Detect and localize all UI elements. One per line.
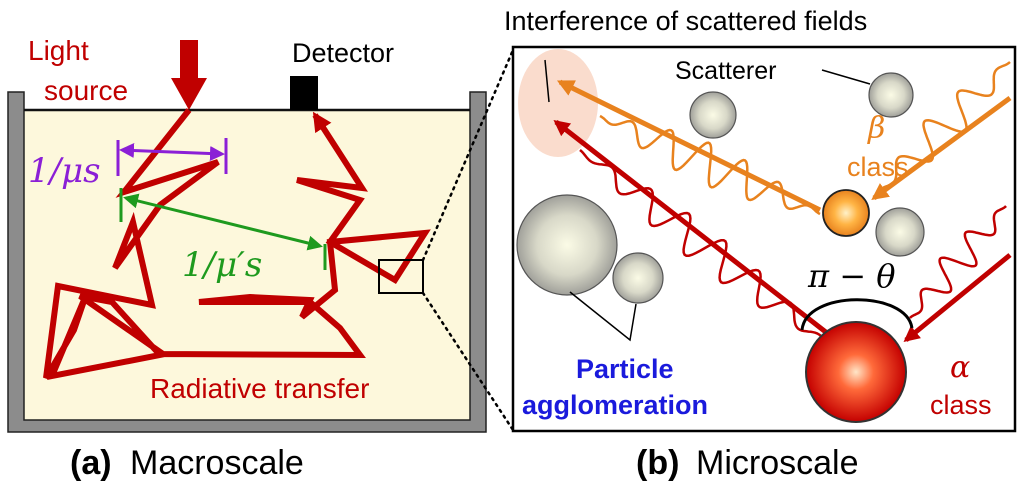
mean-free-path-label: 1/μs (28, 151, 101, 191)
medium (24, 110, 470, 423)
agglomeration-label-line1: Particle (576, 354, 674, 384)
transport-path-label: 1/μ′s (182, 245, 262, 285)
panel-b-microscale: Interference of scattered fields Scatter… (504, 6, 1017, 482)
light-source-arrow (171, 40, 207, 110)
light-source-label-line1: Light (28, 35, 89, 66)
caption-b-text: Microscale (696, 444, 858, 482)
caption-a-text: Macroscale (130, 444, 304, 482)
agglomeration-label-line2: agglomeration (522, 390, 708, 420)
interference-leader (544, 59, 550, 103)
alpha-incident-wave (909, 205, 1007, 319)
scatterer-label: Scatterer (675, 57, 776, 85)
mean-free-path-arrow (119, 142, 225, 162)
scatterer-particle (868, 72, 914, 118)
interference-region (518, 49, 598, 157)
detector-label: Detector (292, 38, 394, 68)
detector-block (290, 76, 318, 110)
panel-a-macroscale: 1/μs 1/μ′s Light source Detector Radiati… (7, 35, 487, 482)
alpha-scattered-ray (553, 120, 838, 342)
scatterer-leader (821, 69, 871, 85)
alpha-class-label: class (930, 390, 992, 420)
zoom-line-bottom (421, 291, 515, 432)
beta-symbol: β (867, 111, 885, 146)
alpha-scattered-wave (579, 149, 831, 347)
angle-label: π − θ (807, 257, 895, 295)
scatterer-particle (689, 91, 737, 139)
beta-class-particle (822, 189, 870, 237)
alpha-symbol: α (950, 350, 970, 385)
beta-scattered-ray (556, 79, 822, 213)
scatterer-particle (875, 207, 925, 257)
transport-path-arrow (123, 193, 323, 251)
alpha-incident-ray (903, 253, 1012, 343)
light-source-label-line2: source (44, 75, 128, 106)
scattering-angle-arc (800, 298, 914, 331)
alpha-class-particle (805, 321, 907, 423)
interference-label: Interference of scattered fields (504, 6, 867, 36)
beta-scattered-wave (599, 114, 821, 216)
agglomerate-particle-large (516, 194, 618, 296)
beta-incident-wave (879, 61, 1011, 191)
agglomerate-particle-small (612, 252, 664, 304)
beta-incident-ray (871, 95, 1012, 201)
inset-box (378, 259, 424, 294)
agglomeration-leader (569, 291, 637, 342)
zoom-line-top (421, 48, 515, 262)
beta-class-label: class (847, 152, 909, 182)
container-wall (7, 91, 487, 433)
caption-a-tag: (a) (70, 444, 112, 482)
caption-b-tag: (b) (636, 444, 679, 482)
radiative-transfer-label: Radiative transfer (150, 373, 369, 404)
